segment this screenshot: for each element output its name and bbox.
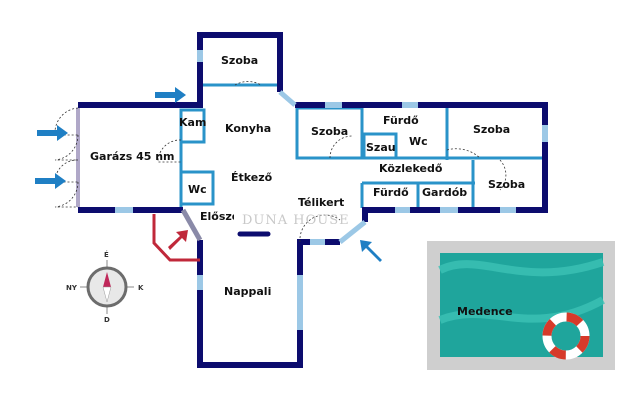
arrow-icon <box>360 240 382 262</box>
room-label-szoba: Szoba <box>488 178 526 191</box>
room-label-furdo: Fürdő <box>373 186 409 199</box>
room-label-telikert: Télikert <box>298 196 345 209</box>
compass-north: É <box>104 251 109 259</box>
entrance-arrow-icon <box>168 230 188 250</box>
room-label-gardrob: Gardób <box>422 186 468 199</box>
access-arrows <box>35 87 382 262</box>
entrance-path <box>152 214 200 262</box>
room-label-garazs: Garázs 45 nm <box>90 150 175 163</box>
watermark: DUNA HOUSE <box>242 213 350 228</box>
pool-waves <box>438 258 605 324</box>
room-label-wc: Wc <box>409 135 428 148</box>
entrance-door[interactable] <box>180 208 203 242</box>
room-label-wc: Wc <box>188 183 207 196</box>
life-ring-icon <box>542 312 590 360</box>
room-label-szoba: Szoba <box>311 125 349 138</box>
arrow-icon <box>155 87 186 103</box>
room-label-nappali: Nappali <box>224 285 272 298</box>
room-label-eloszoba: Előszoba <box>200 210 234 223</box>
arrow-icon <box>37 125 68 141</box>
room-label-furdo: Fürdő <box>383 114 419 127</box>
winter-garden-door[interactable] <box>338 220 367 244</box>
compass-icon <box>80 260 134 314</box>
room-label-kozlekedo: Közlekedő <box>379 162 443 175</box>
compass-south: D <box>104 316 110 324</box>
room-label-szoba: Szoba <box>221 54 259 67</box>
inner-walls <box>179 83 545 208</box>
room-label-konyha: Konyha <box>225 122 272 135</box>
room-label-szauna: Szau <box>366 141 396 154</box>
compass-west: NY <box>66 284 77 292</box>
window <box>278 90 297 107</box>
door-swings <box>54 81 507 243</box>
room-label-etkezo: Étkező <box>231 171 273 184</box>
compass-east: K <box>138 284 144 292</box>
outer-walls <box>78 32 548 368</box>
pool-label: Medence <box>457 305 513 318</box>
room-label-kam: Kam <box>179 116 207 129</box>
arrow-icon <box>35 173 66 189</box>
windows <box>115 50 548 330</box>
room-label-szoba: Szoba <box>473 123 511 136</box>
